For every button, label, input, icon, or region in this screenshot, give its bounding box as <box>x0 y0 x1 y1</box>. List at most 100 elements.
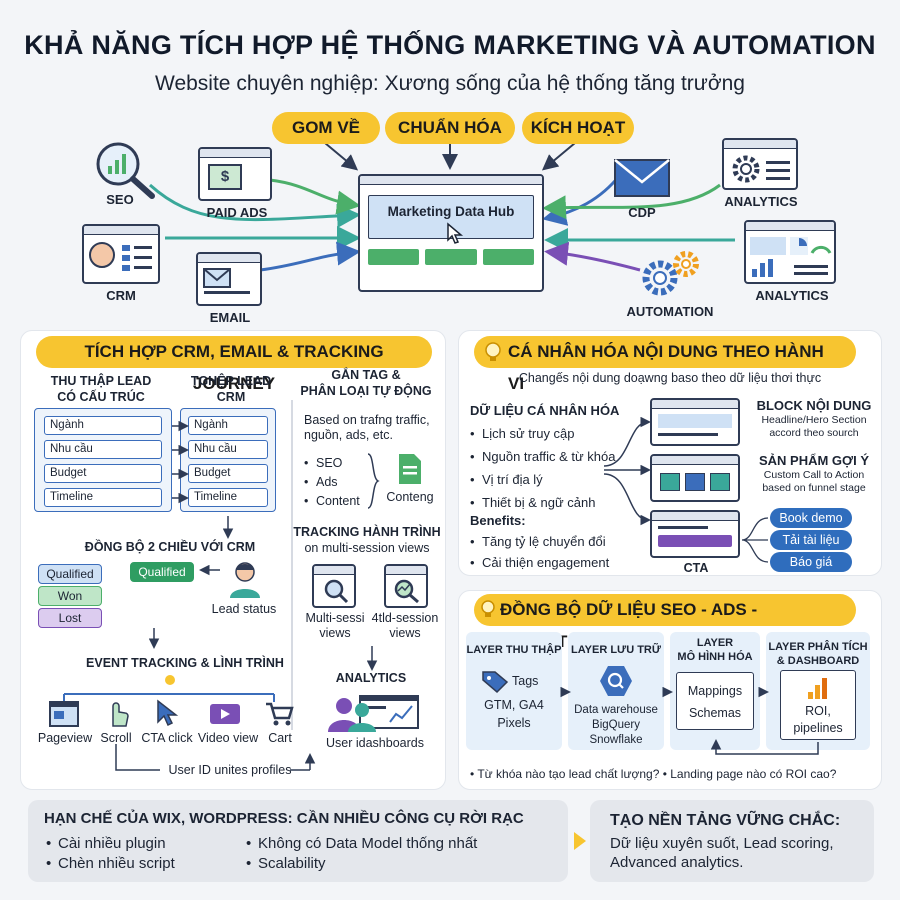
book-demo-button[interactable]: Book demo <box>770 508 852 528</box>
pill-gom-ve: GOM VỀ <box>272 112 380 144</box>
product-suggest-window <box>650 454 740 502</box>
cdp-envelope-icon <box>614 159 670 197</box>
benefits-title: Benefits: <box>470 513 526 528</box>
journey-a-label: Multi-sessi views <box>305 611 365 640</box>
layer-model-line1: Mappings <box>687 684 743 698</box>
benefits-list: Tăng tỷ lệ chuyển đổi Cải thiện engageme… <box>470 531 640 573</box>
event-tracking-title: EVENT TRACKING & LÌNH TRÌNH <box>86 656 284 670</box>
layer-storage-line2: BigQuery <box>592 719 640 731</box>
status-lost: Lost <box>38 608 102 628</box>
layer-collect <box>466 632 562 750</box>
status-active-badge: Qualified <box>130 562 194 582</box>
layer-collect-line2: GTM, GA4 <box>484 698 544 712</box>
dollar-icon: $ <box>208 164 242 190</box>
layer-dashboard-line2: pipelines <box>793 721 843 735</box>
crm-connectors <box>63 400 378 771</box>
limitation-item: Scalability <box>246 854 546 874</box>
cursor-icon <box>447 222 464 244</box>
hub-connectors <box>148 142 735 272</box>
magnifier-icon <box>324 579 349 604</box>
pageview-icon <box>49 701 79 727</box>
limitations-list-a: Cài nhiều plugin Chèn nhiều script <box>46 834 236 874</box>
limitation-item: Cài nhiều plugin <box>46 834 236 854</box>
event-pageview: Pageview <box>37 731 93 745</box>
journey-window-a <box>312 564 356 608</box>
scroll-hand-icon <box>112 702 129 727</box>
limitation-item: Chèn nhiều script <box>46 854 236 874</box>
field-timeline-left[interactable]: Timeline <box>44 488 162 507</box>
field-timeline-right: Timeline <box>188 488 268 507</box>
crm-label: CRM <box>106 288 136 303</box>
branch-arrows <box>603 416 651 526</box>
data-item: Vị trí địa lý <box>470 468 640 491</box>
crm-window <box>82 224 160 284</box>
lightbulb-icon <box>481 600 495 617</box>
cta-label: CTA <box>683 561 709 575</box>
field-budget-left[interactable]: Budget <box>44 464 162 483</box>
tag-result-label: Conteng <box>386 490 434 504</box>
field-nganh-left[interactable]: Ngành <box>44 416 162 435</box>
lightbulb-icon <box>485 342 501 361</box>
analytics-top-label: ANALYTICS <box>724 194 798 209</box>
seo-magnifier-icon <box>96 142 155 199</box>
journey-title: TRACKING HÀNH TRÌNH <box>293 525 441 539</box>
arrow-right-icon <box>574 832 586 850</box>
tag-description: Based on trafng traffic, nguồn, ads, etc… <box>304 413 430 442</box>
benefit-item: Cải thiện engagement <box>470 552 640 573</box>
field-nganh-right: Ngành <box>188 416 268 435</box>
bar-chart-icon <box>808 678 827 699</box>
layer-arrows <box>560 686 819 755</box>
download-doc-button[interactable]: Tải tài liệu <box>770 530 852 550</box>
layer-dashboard-line1: ROI, <box>805 704 831 718</box>
journey-subtitle: on multi-session views <box>304 541 430 555</box>
quote-button[interactable]: Báo giá <box>770 552 852 572</box>
automation-gears-icon <box>642 251 699 296</box>
crm-section-title: TÍCH HỢP CRM, EMAIL & TRACKING JOURNEY <box>36 336 432 393</box>
sync-crm-title: ĐỒNG BỘ 2 CHIỀU VỚI CRM <box>84 540 256 554</box>
tag-item-content: Content <box>304 492 374 511</box>
tag-item-seo: SEO <box>304 454 374 473</box>
search-chart-icon <box>394 579 419 604</box>
schema-box <box>676 672 754 730</box>
users-dashboard-icon <box>328 695 419 732</box>
event-video-view: Video view <box>197 731 259 745</box>
collect-lead-title: THU THẬP LEAD CÓ CẤU TRÚC <box>50 374 152 404</box>
cta-click-cursor-icon <box>157 699 179 727</box>
event-scroll: Scroll <box>100 731 132 745</box>
tag-list: SEO Ads Content <box>304 454 374 511</box>
tag-icon <box>482 671 509 694</box>
pill-kich-hoat: KÍCH HOẠT <box>522 112 634 144</box>
layer-collect-line1: Tags <box>512 674 539 688</box>
field-nhu-cau-right: Nhu cầu <box>188 440 268 459</box>
layer-storage-line3: Snowflake <box>589 734 643 746</box>
data-list: Lịch sử truy cập Nguồn traffic & từ khóa… <box>470 422 640 514</box>
cdp-label: CDP <box>628 205 656 220</box>
tag-title: GẮN TAG & PHÂN LOẠI TỰ ĐỘNG <box>300 368 432 398</box>
paid-ads-window: $ <box>198 147 272 201</box>
sync-section-title: ĐỒNG BỘ DỮ LIỆU SEO - ADS - ANALYTICS <box>474 594 856 651</box>
cta-brace <box>741 517 769 563</box>
data-item: Nguồn traffic & từ khóa <box>470 445 640 468</box>
layer-model-line2: Schemas <box>688 706 742 720</box>
limitation-item: Không có Data Model thống nhất <box>246 834 546 854</box>
layer-dashboard-title: LAYER PHÂN TÍCH & DASHBOARD <box>768 641 868 667</box>
personal-subtitle: Changếs nội dung doạwng baso theo dữ liệ… <box>518 371 822 385</box>
block-content-desc: Headline/Hero Section accord theo sourch <box>761 414 867 439</box>
analytics-top-window <box>722 138 798 190</box>
user-id-label: User ID unites profiles <box>168 763 292 777</box>
page-title: KHẢ NĂNG TÍCH HỢP HỆ THỐNG MARKETING VÀ … <box>24 30 876 60</box>
suggest-desc: Custom Call to Action based on funnel st… <box>762 469 866 494</box>
limitations-title: HẠN CHẾ CỦA WIX, WORDPRESS: CẦN NHIỀU CÔ… <box>44 810 524 827</box>
document-icon <box>399 454 421 484</box>
user-profile-icon <box>89 242 152 271</box>
foundation-box <box>590 800 874 882</box>
personal-section-title: CÁ NHÂN HÓA NỘI DUNG THEO HÀNH VI <box>474 336 856 393</box>
layer-storage-line1: Data warehouse <box>574 704 658 716</box>
bigquery-icon <box>600 666 632 696</box>
event-cta-click: CTA click <box>141 731 193 745</box>
layer-storage-title: LAYER LƯU TRỮ <box>571 644 661 656</box>
seo-label: SEO <box>106 192 134 207</box>
analytics-subtitle: User idashboards <box>326 736 424 750</box>
field-nhu-cau-left[interactable]: Nhu cầu <box>44 440 162 459</box>
tag-item-ads: Ads <box>304 473 374 492</box>
